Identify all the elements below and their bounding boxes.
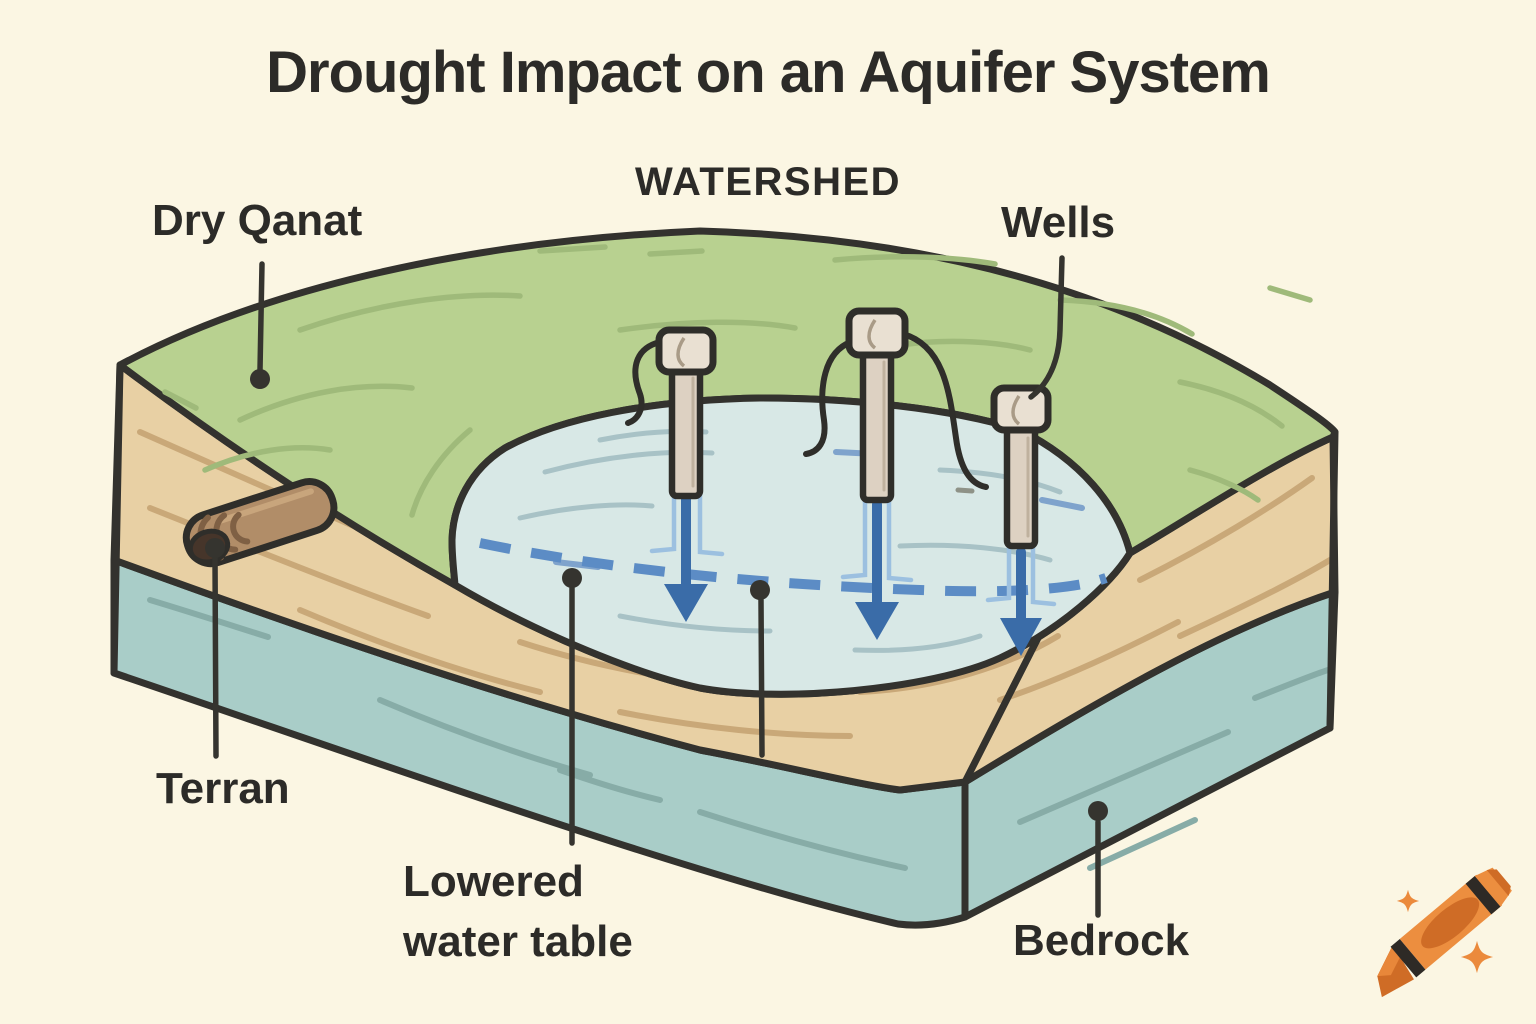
grass-texture-streaks — [162, 244, 1313, 563]
sparkle-icon — [1396, 889, 1420, 913]
sand-corner-edge — [961, 630, 1044, 786]
down-arrow-1 — [649, 490, 725, 622]
well-1-cable — [625, 339, 663, 426]
crayon-icon — [1377, 867, 1512, 998]
label-lowered-line1: Lowered — [403, 857, 584, 906]
sparkle-icon — [1460, 940, 1494, 974]
well-3-cap — [990, 384, 1052, 434]
leader-lines — [212, 255, 1101, 918]
lowered-water-table-dashed-line — [478, 538, 1108, 597]
well-2-cable-left — [803, 339, 854, 457]
water-level-down-arrows — [649, 490, 1057, 656]
leader-dry-qanat — [257, 261, 265, 373]
well-2-pipe — [859, 346, 895, 504]
label-lowered-water-table: Lowered water table — [403, 852, 633, 972]
bedrock-texture-streaks — [147, 597, 1331, 871]
down-arrow-3 — [985, 545, 1057, 656]
leader-wells — [1028, 255, 1065, 400]
well-2-cable-right — [900, 331, 989, 490]
well-3-pipe — [1003, 422, 1039, 550]
well-2-cap — [845, 307, 909, 359]
well-3 — [990, 384, 1052, 550]
dot-lowered-water-table — [562, 568, 582, 588]
dot-dry-qanat — [250, 369, 270, 389]
label-terran: Terran — [156, 764, 290, 813]
grass-watershed-surface — [110, 227, 1339, 732]
block-right-edge — [1326, 428, 1339, 732]
down-arrow-2 — [840, 497, 914, 640]
label-lowered-line2: water table — [403, 917, 633, 966]
leader-water-table-front — [758, 597, 765, 758]
well-2 — [803, 307, 989, 504]
wells-group — [625, 307, 1052, 550]
label-bedrock: Bedrock — [1013, 916, 1190, 965]
label-dry-qanat: Dry Qanat — [152, 196, 363, 245]
leader-terran — [212, 555, 219, 759]
well-1-pipe — [668, 362, 704, 500]
label-wells: Wells — [1001, 198, 1116, 247]
dot-bedrock — [1088, 801, 1108, 821]
well-1-cap — [655, 326, 717, 376]
block-left-edge — [110, 361, 124, 677]
dot-water-table-front — [750, 580, 770, 600]
label-watershed: WATERSHED — [634, 160, 902, 204]
leader-dots — [205, 369, 1108, 821]
page-title: Drought Impact on an Aquifer System — [266, 40, 1271, 105]
dot-terran — [205, 538, 225, 558]
well-1 — [625, 326, 717, 500]
